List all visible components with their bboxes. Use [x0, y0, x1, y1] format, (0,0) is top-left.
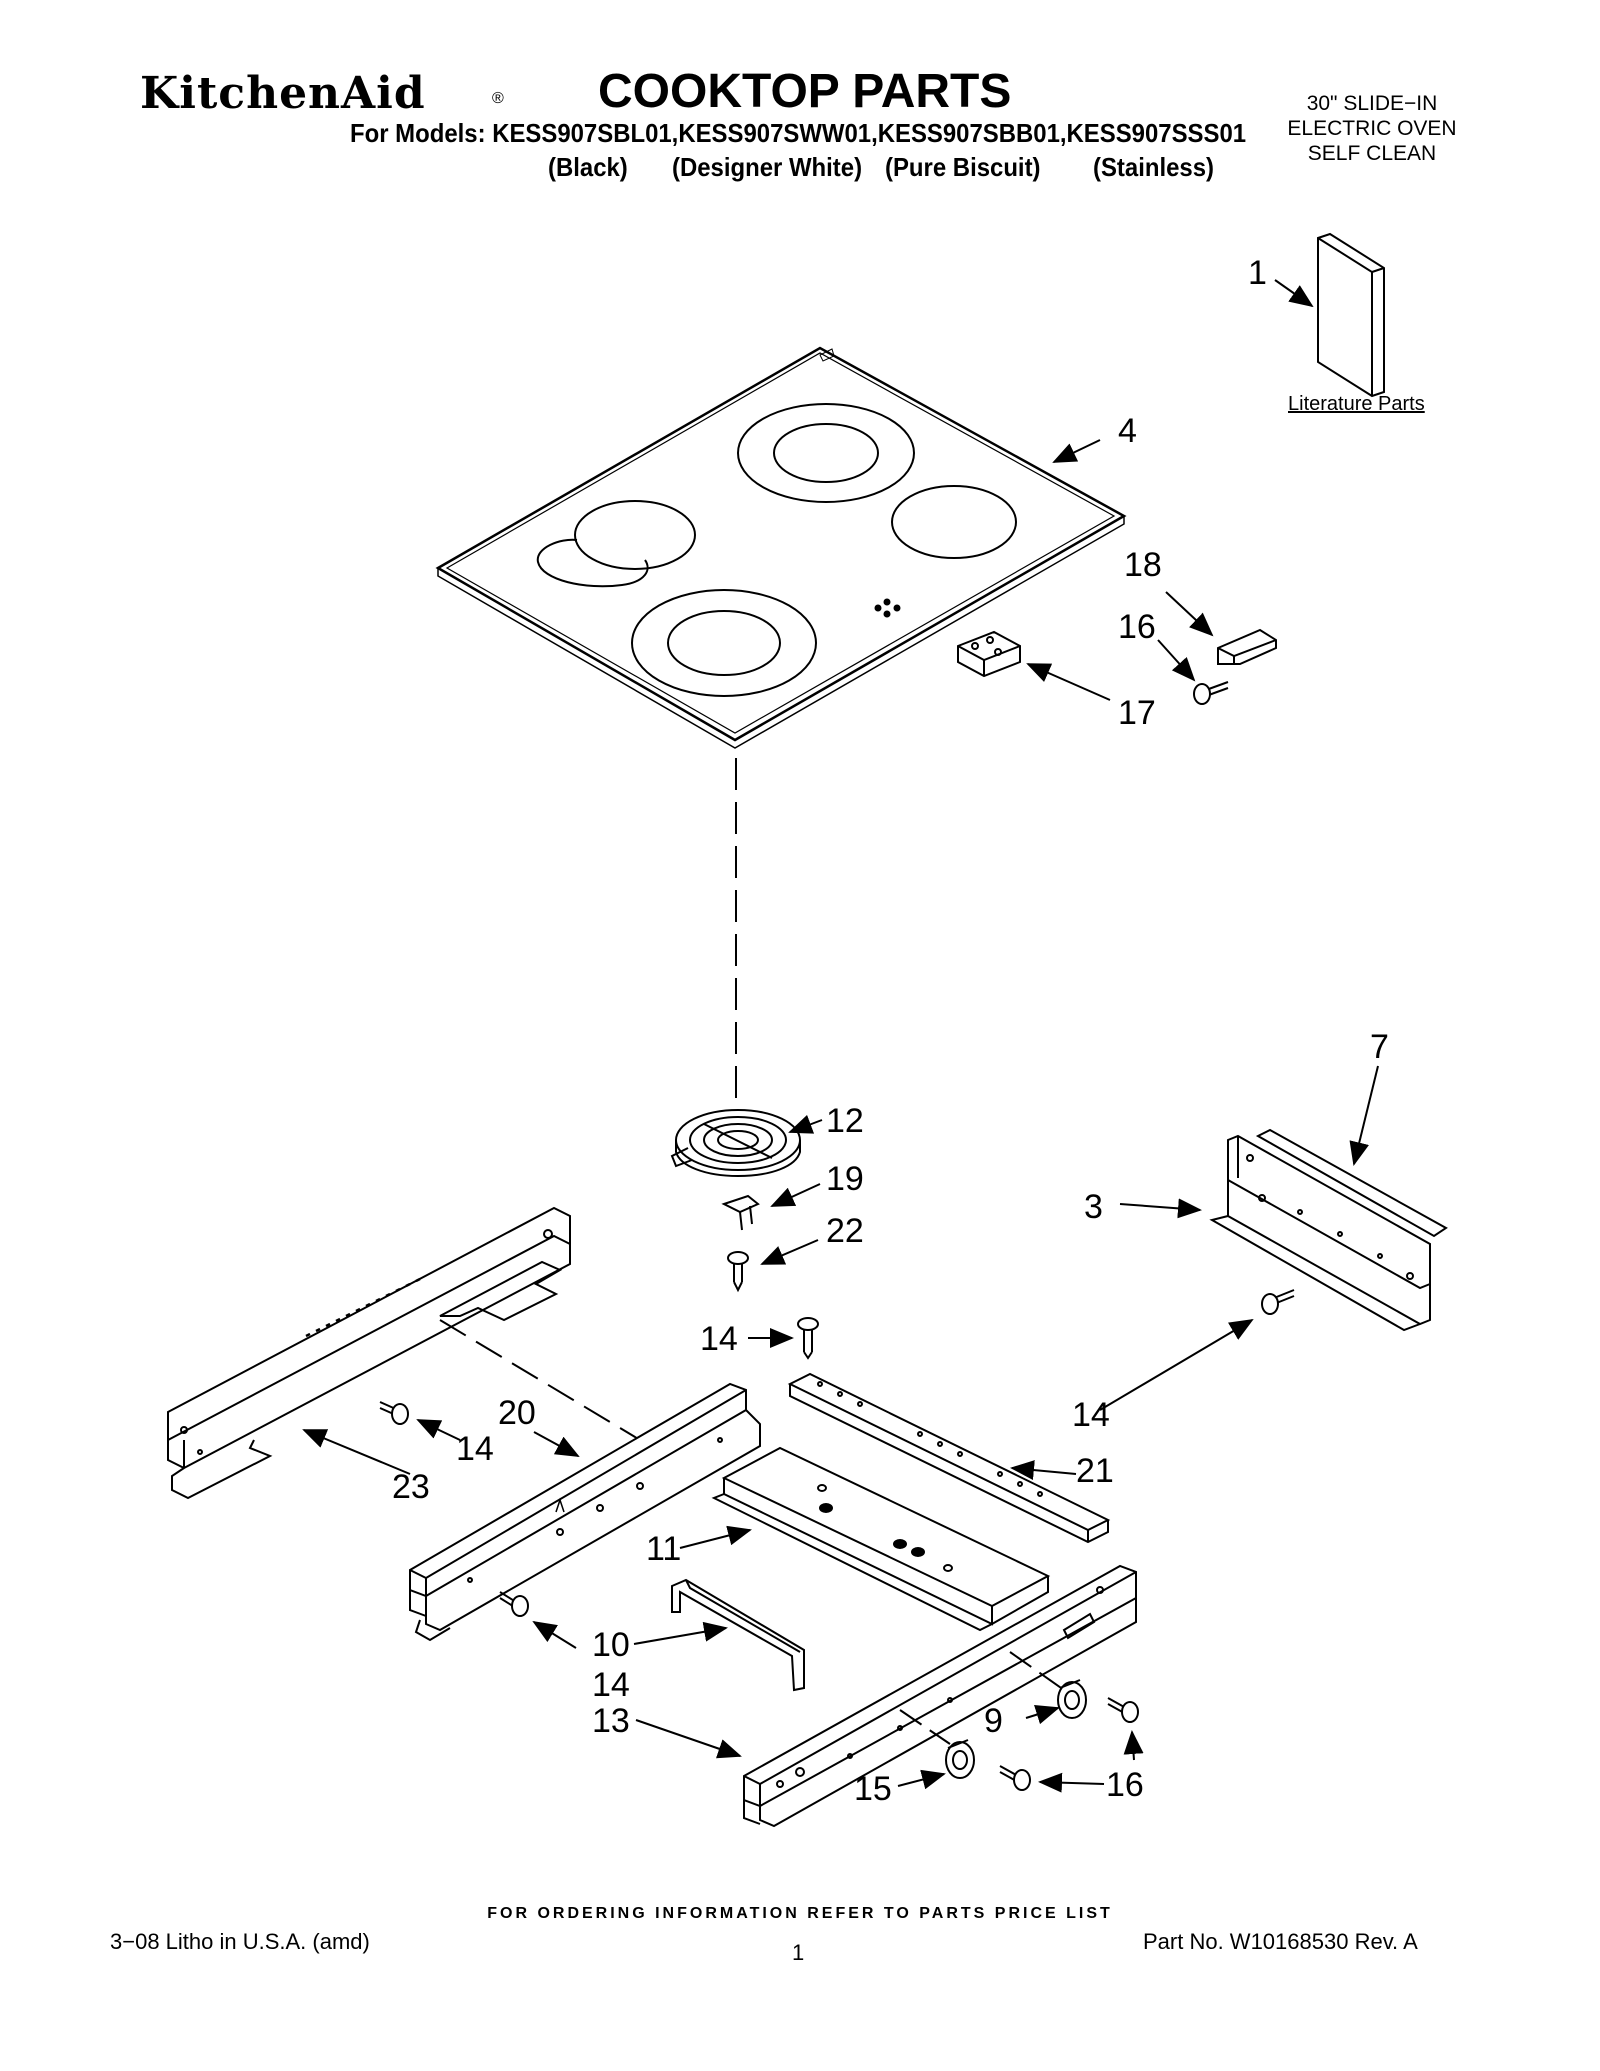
rear-bracket-right [1209, 1134, 1431, 1332]
spec-line-3: SELF CLEAN [1307, 142, 1437, 165]
callout-1: 1 [1248, 254, 1267, 292]
callout-11: 11 [646, 1530, 682, 1568]
color-stainless: (Stainless) [1093, 152, 1214, 182]
screw-upper [1193, 681, 1229, 705]
screw-lower-center [999, 1765, 1031, 1791]
screw-right [1261, 1289, 1295, 1315]
literature-parts-label: Literature Parts [1288, 393, 1425, 415]
screw-22 [727, 1251, 749, 1293]
screw-left-lower [499, 1591, 529, 1617]
callout-12: 12 [826, 1102, 864, 1140]
side-rail-left [409, 1382, 761, 1642]
front-rail-right [743, 1564, 1137, 1828]
color-black: (Black) [548, 152, 628, 182]
callout-4: 4 [1118, 412, 1137, 450]
model-list: For Models: KESS907SBL01,KESS907SWW01,KE… [350, 118, 1247, 148]
callout-21: 21 [1076, 1452, 1114, 1490]
literature-booklet [1317, 232, 1385, 398]
page-title: COOKTOP PARTS [598, 65, 1012, 118]
part-number: Part No. W10168530 Rev. A [1143, 1929, 1418, 1954]
channel-bracket [711, 1446, 1051, 1632]
callout-20: 20 [498, 1394, 536, 1432]
page-number: 1 [792, 1940, 805, 1965]
color-pure-biscuit: (Pure Biscuit) [885, 152, 1041, 182]
callout-9: 9 [984, 1702, 1003, 1740]
support-bar [787, 1372, 1111, 1544]
trim-strip [1255, 1128, 1448, 1238]
element-clip [721, 1194, 760, 1231]
wire-bracket [671, 1578, 805, 1692]
bracket [1217, 628, 1277, 665]
callout-17: 17 [1118, 694, 1156, 732]
spec-line-2: ELECTRIC OVEN [1287, 117, 1457, 140]
knob-bracket-lower [945, 1739, 975, 1779]
registered-mark: ® [492, 90, 504, 107]
callout-14-lower: 14 [592, 1666, 630, 1704]
callout-19: 19 [826, 1160, 864, 1198]
terminal-block [957, 630, 1021, 678]
callout-16-lower: 16 [1106, 1766, 1144, 1804]
callout-13: 13 [592, 1702, 630, 1740]
screw-lower-right [1107, 1697, 1139, 1723]
rear-panel-left [167, 1206, 571, 1500]
callout-7: 7 [1370, 1028, 1389, 1066]
callout-14-center: 14 [700, 1320, 738, 1358]
litho-note: 3−08 Litho in U.S.A. (amd) [110, 1929, 370, 1954]
callout-10: 10 [592, 1626, 630, 1664]
spec-line-1: 30" SLIDE−IN [1306, 92, 1438, 115]
color-designer-white: (Designer White) [672, 152, 863, 182]
callout-3: 3 [1084, 1188, 1103, 1226]
radiant-element [670, 1109, 801, 1178]
knob-bracket-upper [1057, 1679, 1087, 1719]
callout-23: 23 [392, 1468, 430, 1506]
callout-14-right: 14 [1072, 1396, 1110, 1434]
callout-16-upper: 16 [1118, 608, 1156, 646]
callout-14-left: 14 [456, 1430, 494, 1468]
brand-logo: KitchenAid [140, 68, 426, 119]
screw-left-rear [379, 1401, 409, 1425]
cooktop-glass [435, 346, 1127, 749]
callout-18: 18 [1124, 546, 1162, 584]
callout-22: 22 [826, 1212, 864, 1250]
callout-15: 15 [854, 1770, 892, 1808]
ordering-note: FOR ORDERING INFORMATION REFER TO PARTS … [487, 1905, 1113, 1922]
screw-center [797, 1317, 819, 1360]
